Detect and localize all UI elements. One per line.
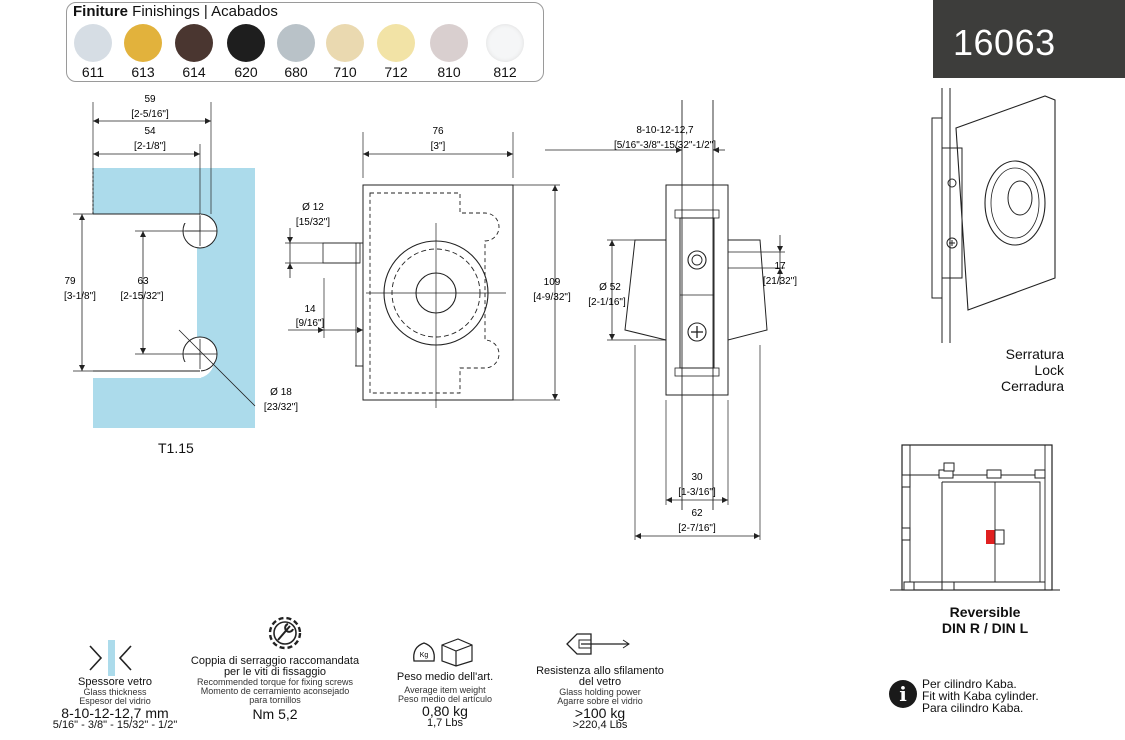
dim-76-in: [3"] — [431, 141, 446, 152]
dim-54: 54 — [144, 126, 156, 137]
spec-torque: Coppia di serraggio raccomandata per le … — [190, 655, 360, 722]
dim-76: 76 — [432, 126, 444, 137]
dim-d12: Ø 12 — [302, 202, 324, 213]
dim-17: 17 — [774, 261, 786, 272]
finish-swatch-613 — [124, 24, 162, 62]
finish-code-614: 614 — [182, 64, 206, 80]
dim-63-in: [2-15/32"] — [120, 291, 163, 302]
front-view-drawing: 76 [3"] Ø 12 [15/32"] 14 [9/16"] 109 [4-… — [285, 126, 571, 408]
dim-glass: 8-10-12-12,7 — [636, 125, 694, 136]
spec-holding: Resistenza allo sfilamento del vetro Gla… — [536, 665, 664, 731]
dim-d18: Ø 18 — [270, 387, 292, 398]
weight-kg-label: Kg — [420, 652, 429, 659]
glass-thickness-icon — [89, 640, 132, 676]
dim-d52-in: [2-1/16"] — [588, 297, 626, 308]
finish-code-611: 611 — [81, 64, 105, 80]
dim-d12-in: [15/32"] — [296, 217, 330, 228]
dim-glass-in: [5/16"-3/8"-15/32"-1/2"] — [614, 140, 716, 151]
kaba-note: Per cilindro Kaba. Fit with Kaba cylinde… — [922, 677, 1039, 715]
dim-14: 14 — [304, 304, 316, 315]
finish-swatch-611 — [74, 24, 112, 62]
finish-swatch-614 — [175, 24, 213, 62]
product-code: 16063 — [953, 22, 1056, 63]
finish-code-710: 710 — [333, 64, 357, 80]
finish-swatch-680 — [277, 24, 315, 62]
side-view-drawing: 8-10-12-12,7 [5/16"-3/8"-15/32"-1/2"] Ø … — [545, 100, 797, 540]
finish-swatch-810 — [430, 24, 468, 62]
info-icon: i — [889, 680, 917, 708]
torque-gear-icon — [268, 616, 302, 650]
dim-17-in: [21/32"] — [763, 276, 797, 287]
finish-code-613: 613 — [131, 64, 155, 80]
dim-62: 62 — [691, 508, 703, 519]
dim-d18-in: [23/32"] — [264, 402, 298, 413]
spec-glass: Spessore vetro Glass thickness Espesor d… — [52, 676, 178, 731]
dim-59-in: [2-5/16"] — [131, 109, 169, 120]
dim-62-in: [2-7/16"] — [678, 523, 716, 534]
dim-d52: Ø 52 — [599, 282, 621, 293]
dim-30: 30 — [691, 472, 703, 483]
dim-54-in: [2-1/8"] — [134, 141, 166, 152]
finish-swatch-620 — [227, 24, 265, 62]
dim-109-in: [4-9/32"] — [533, 292, 571, 303]
dim-14-in: [9/16"] — [296, 318, 325, 329]
finish-swatch-712 — [377, 24, 415, 62]
dim-109: 109 — [544, 277, 561, 288]
door-diagram — [890, 444, 1060, 591]
weight-icon: Kg — [413, 638, 473, 667]
dim-63: 63 — [137, 276, 149, 287]
finish-swatch-710 — [326, 24, 364, 62]
finish-swatch-812 — [486, 24, 524, 62]
dim-79-in: [3-1/8"] — [64, 291, 96, 302]
dim-59: 59 — [144, 94, 156, 105]
finish-code-680: 680 — [284, 64, 308, 80]
lock-3d-drawing — [931, 88, 1056, 343]
holding-power-icon — [566, 633, 630, 655]
finishes-panel — [66, 2, 544, 82]
reversible-label: Reversible DIN R / DIN L — [941, 604, 1029, 636]
dim-30-in: [1-3/16"] — [678, 487, 716, 498]
dim-79: 79 — [64, 276, 76, 287]
profile-drawing: 59 [2-5/16"] 54 [2-1/8"] 79 [3-1/8"] 63 … — [64, 94, 298, 428]
finish-code-810: 810 — [437, 64, 461, 80]
finish-code-812: 812 — [493, 64, 517, 80]
lock-label: Serratura Lock Cerradura — [1000, 346, 1064, 394]
spec-weight: Peso medio dell'art. Average item weight… — [396, 671, 494, 729]
finish-code-712: 712 — [384, 64, 408, 80]
profile-caption: T1.15 — [158, 440, 194, 456]
product-code-tag: 16063 — [933, 0, 1125, 78]
finishes-title: Finiture Finishings | Acabados — [73, 3, 278, 20]
finish-code-620: 620 — [234, 64, 258, 80]
